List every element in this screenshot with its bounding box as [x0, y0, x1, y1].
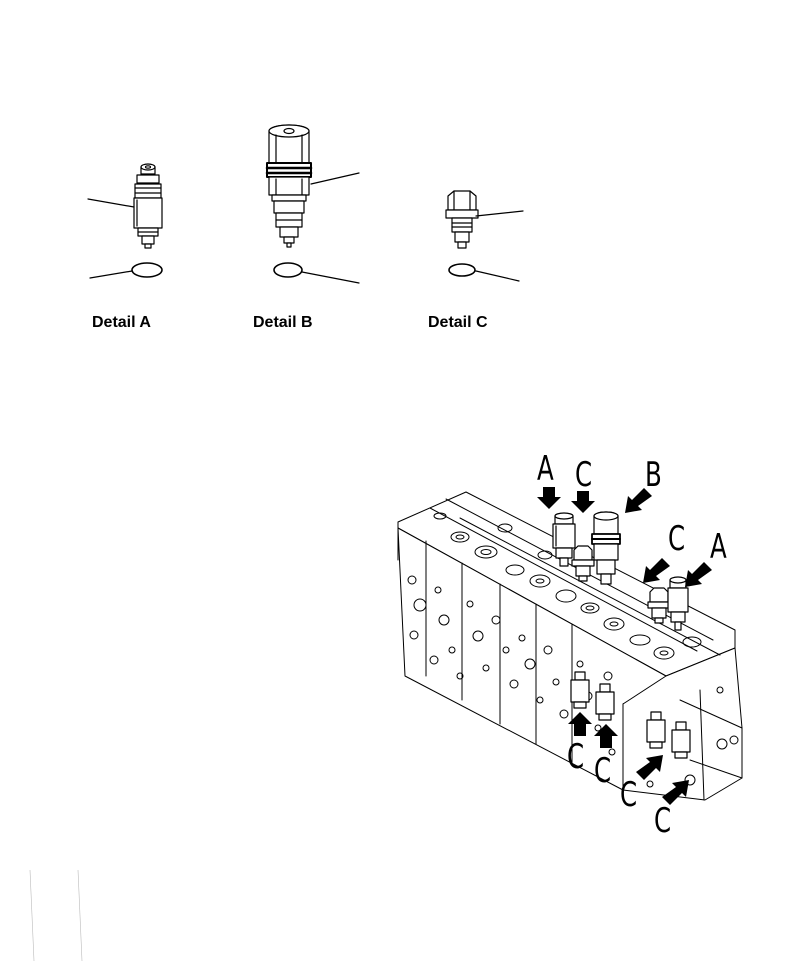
detail-a-leader-cartridge	[87, 198, 135, 208]
detail-c-leader-plug	[475, 210, 524, 217]
arrow-c-right	[643, 558, 670, 583]
block-cartridge-a-right	[667, 576, 689, 631]
callout-c-lower-3: C	[620, 775, 638, 815]
callout-c-lower-4: C	[654, 801, 672, 841]
caption-detail-b: Detail B	[253, 314, 313, 331]
detail-b-valve-cartridge	[265, 124, 313, 248]
detail-a-valve-cartridge	[133, 163, 163, 249]
callout-b: B	[645, 455, 662, 495]
detail-c-plug	[445, 190, 479, 249]
arrow-c-lower-4	[662, 780, 689, 805]
callout-c-right: C	[668, 519, 686, 559]
detail-a-leader-o-ring	[89, 270, 133, 279]
block-plug-c-right	[647, 587, 671, 624]
block-fitting-c-lower-2	[595, 683, 615, 721]
detail-c-o-ring	[448, 263, 476, 277]
callout-a-left: A	[537, 449, 554, 489]
detail-a-o-ring	[131, 262, 163, 278]
callout-c-lower-2: C	[594, 751, 612, 791]
arrow-c-lower-1	[568, 712, 592, 736]
callout-c-top: C	[575, 455, 593, 495]
caption-detail-a: Detail A	[92, 314, 151, 331]
block-plug-c-top	[571, 545, 595, 582]
arrow-a-right	[685, 562, 712, 587]
caption-detail-c: Detail C	[428, 314, 488, 331]
detail-b-leader-cartridge	[310, 172, 360, 185]
block-fitting-c-lower-4	[671, 721, 691, 759]
arrow-c-top	[571, 491, 595, 513]
scan-artifact	[29, 869, 83, 961]
callout-c-lower-1: C	[567, 737, 585, 777]
detail-c-leader-o-ring	[475, 270, 520, 282]
detail-b-o-ring	[273, 262, 303, 278]
block-cartridge-a-left	[552, 512, 576, 567]
arrow-c-lower-3	[636, 755, 663, 780]
block-fitting-c-lower-1	[570, 671, 590, 709]
arrow-a-left	[537, 487, 561, 509]
block-fitting-c-lower-3	[646, 711, 666, 749]
detail-b-leader-o-ring	[301, 271, 360, 284]
arrow-c-lower-2	[594, 724, 618, 748]
arrow-b	[625, 488, 652, 513]
callout-a-right: A	[710, 527, 727, 567]
block-cartridge-b	[591, 511, 621, 585]
